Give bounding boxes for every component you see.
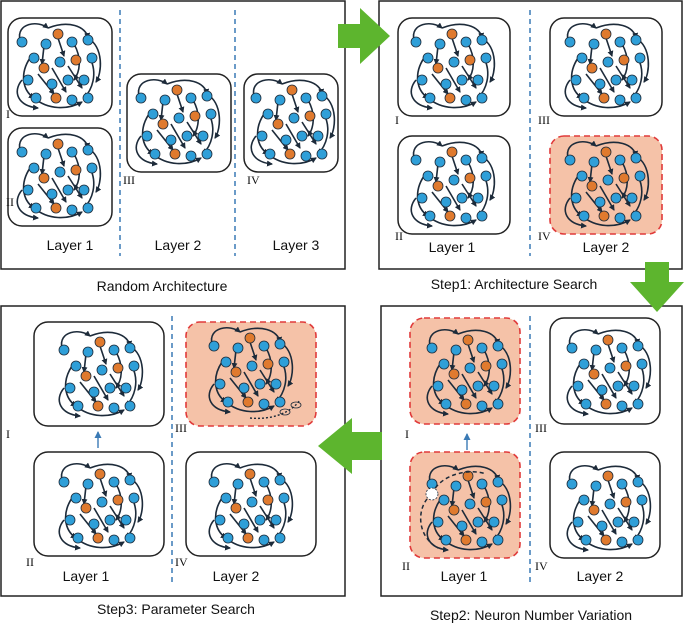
- panel-random-architecture: I II III IV Layer 1 Layer 2 Layer 3 Rand…: [0, 0, 346, 294]
- roman-label: III: [175, 421, 187, 435]
- module-II: [33, 451, 165, 557]
- new-connection: [419, 493, 439, 549]
- module-III: [549, 17, 663, 117]
- removed-parameter-icon: [290, 401, 302, 409]
- flow-arrow-down-icon: [630, 262, 684, 312]
- module-IV: [243, 73, 339, 173]
- layer-label: Layer 2: [213, 568, 260, 584]
- roman-label: IV: [175, 555, 188, 569]
- module-I: [7, 17, 113, 117]
- panel-caption: Step1: Architecture Search: [431, 276, 598, 292]
- roman-label: II: [402, 559, 410, 573]
- module-II: [397, 135, 511, 235]
- layer-label: Layer 2: [577, 568, 624, 584]
- roman-label: III: [123, 173, 135, 187]
- flow-arrow-left-icon: [318, 418, 382, 474]
- removed-parameter-icon: [279, 408, 291, 416]
- layer-label: Layer 3: [273, 237, 320, 253]
- roman-label: I: [6, 427, 10, 441]
- roman-label: III: [538, 113, 550, 127]
- roman-label: I: [405, 427, 409, 441]
- roman-label: IV: [538, 229, 551, 243]
- roman-label: III: [535, 421, 547, 435]
- module-IV-highlighted: [549, 135, 663, 235]
- pruned-connection: [249, 399, 301, 420]
- module-III: [126, 73, 232, 173]
- module-IV: [549, 451, 661, 559]
- layer-label: Layer 1: [429, 239, 476, 255]
- roman-label: I: [395, 113, 399, 127]
- roman-label: I: [6, 107, 10, 121]
- layer-label: Layer 1: [441, 568, 488, 584]
- module-I: [33, 321, 165, 427]
- module-I: [397, 17, 511, 117]
- flow-arrow-right-icon: [338, 8, 390, 64]
- layer-label: Layer 2: [583, 239, 630, 255]
- module-IV: [185, 451, 317, 557]
- layer-label: Layer 1: [47, 237, 94, 253]
- panel-caption: Step3: Parameter Search: [97, 601, 255, 617]
- panel-caption: Step2: Neuron Number Variation: [430, 607, 632, 623]
- module-II-highlighted: [409, 451, 521, 559]
- module-III-highlighted: [185, 321, 317, 427]
- layer-label: Layer 2: [155, 237, 202, 253]
- roman-label: II: [6, 195, 14, 209]
- new-connection: [431, 471, 487, 495]
- module-III: [549, 317, 661, 425]
- roman-label: IV: [247, 173, 260, 187]
- panel-step3-parameter-search: I II III IV Layer 1 Layer 2 Step3: Param…: [0, 305, 346, 617]
- panel-caption: Random Architecture: [97, 278, 228, 294]
- panel-step1-architecture-search: I II III IV Layer 1 Layer 2 Step1: Archi…: [378, 0, 683, 292]
- layer-label: Layer 1: [63, 568, 110, 584]
- added-neuron-icon: [425, 487, 439, 501]
- module-I-highlighted: [409, 317, 521, 425]
- panel-step2-neuron-number-variation: I II III IV Layer 1 Layer 2 Step2: Neuro…: [380, 305, 683, 623]
- roman-label: IV: [535, 559, 548, 573]
- roman-label: II: [26, 555, 34, 569]
- module-II: [7, 127, 113, 227]
- roman-label: II: [395, 229, 403, 243]
